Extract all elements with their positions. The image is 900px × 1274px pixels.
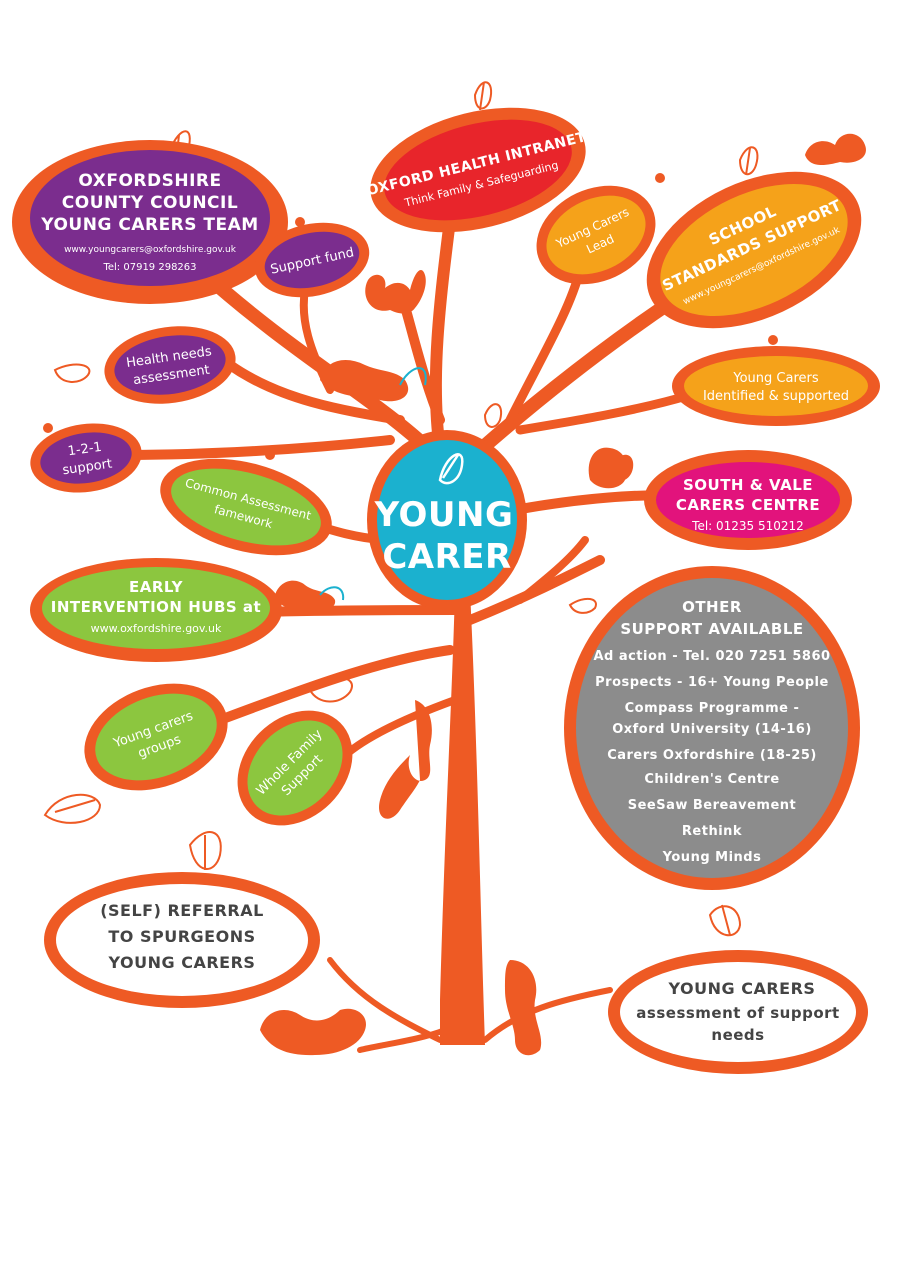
other-support-item: SeeSaw Bereavement bbox=[628, 798, 797, 813]
bubble-oxfordshire-county-council: OXFORDSHIRE COUNTY COUNCIL YOUNG CARERS … bbox=[12, 140, 288, 304]
assessment-line2: assessment of support bbox=[636, 1004, 839, 1022]
other-support-item: Young Minds bbox=[662, 850, 762, 865]
branch-early bbox=[255, 605, 460, 617]
bubble-south-vale: SOUTH & VALE CARERS CENTRE Tel: 01235 51… bbox=[644, 450, 852, 550]
south-vale-tel: Tel: 01235 510212 bbox=[691, 519, 804, 533]
early-intervention-url[interactable]: www.oxfordshire.gov.uk bbox=[91, 622, 222, 635]
branch-left-low bbox=[115, 435, 395, 460]
oxfordshire-line2: COUNTY COUNCIL bbox=[62, 193, 238, 213]
other-support-item: Oxford University (14-16) bbox=[612, 722, 812, 737]
seed-pod-icon bbox=[265, 450, 275, 460]
early-intervention-line2: INTERVENTION HUBS at bbox=[51, 598, 261, 616]
bubble-assessment: YOUNG CARERS assessment of support needs bbox=[608, 950, 868, 1074]
tree-roots bbox=[327, 957, 613, 1053]
bubble-other-support: OTHER SUPPORT AVAILABLE Ad action - Tel.… bbox=[564, 566, 860, 890]
branch-left-mid bbox=[225, 360, 405, 425]
seed-pods bbox=[43, 173, 778, 460]
leaves bbox=[43, 81, 759, 937]
bubble-health-needs: Health needs assessment bbox=[104, 326, 236, 404]
identified-line2: Identified & supported bbox=[703, 389, 849, 404]
early-intervention-line1: EARLY bbox=[129, 578, 184, 596]
self-referral-line1: (SELF) REFERRAL bbox=[100, 901, 264, 920]
leaf-icon bbox=[438, 453, 464, 485]
other-support-item: Carers Oxfordshire (18-25) bbox=[607, 748, 817, 763]
squirrel-icon bbox=[805, 133, 866, 166]
squirrel-icon bbox=[260, 1008, 366, 1056]
other-support-item: Rethink bbox=[682, 824, 742, 839]
branch-groups bbox=[215, 645, 455, 725]
other-support-item: Compass Programme - bbox=[625, 701, 800, 716]
seed-pod-icon bbox=[655, 173, 665, 183]
tree-trunk bbox=[440, 590, 485, 1045]
other-support-title1: OTHER bbox=[682, 598, 742, 616]
south-vale-line2: CARERS CENTRE bbox=[676, 496, 820, 514]
leaf-icon bbox=[53, 363, 91, 383]
other-support-title2: SUPPORT AVAILABLE bbox=[620, 620, 803, 638]
leaf-icon bbox=[708, 904, 742, 937]
leaf-icon bbox=[483, 403, 503, 428]
self-referral-line3: YOUNG CARERS bbox=[108, 953, 256, 972]
center-line1: YOUNG bbox=[374, 495, 514, 535]
oxfordshire-tel: Tel: 07919 298263 bbox=[102, 262, 196, 273]
bubble-early-intervention: EARLY INTERVENTION HUBS at www.oxfordshi… bbox=[30, 558, 282, 662]
branch-identified bbox=[515, 390, 695, 435]
south-vale-line1: SOUTH & VALE bbox=[683, 476, 813, 494]
bubble-common-assessment: Common Assessment famework bbox=[160, 458, 332, 556]
leaf-icon bbox=[738, 146, 759, 176]
branch-right-lower bbox=[465, 555, 605, 625]
one-to-one-line1: 1-2-1 bbox=[67, 440, 103, 460]
other-support-item: Prospects - 16+ Young People bbox=[595, 675, 829, 690]
identified-line1: Young Carers bbox=[732, 371, 818, 386]
squirrel-icon bbox=[320, 360, 427, 402]
oxfordshire-line1: OXFORDSHIRE bbox=[78, 171, 221, 191]
leaf-icon bbox=[188, 831, 222, 870]
one-to-one-line2: support bbox=[62, 457, 114, 479]
other-support-item: Ad action - Tel. 020 7251 5860 bbox=[593, 649, 830, 664]
bubble-self-referral: (SELF) REFERRAL TO SPURGEONS YOUNG CARER… bbox=[44, 872, 320, 1008]
squirrel-icon bbox=[275, 580, 345, 612]
bubble-young-carers-lead: Young Carers Lead bbox=[536, 185, 656, 285]
leaf-icon bbox=[473, 81, 493, 111]
bubble-oxford-health: OXFORD HEALTH INTRANET Think Family & Sa… bbox=[365, 107, 588, 233]
oxfordshire-email[interactable]: www.youngcarers@oxfordshire.gov.uk bbox=[64, 245, 237, 255]
center-line2: CARER bbox=[382, 537, 511, 577]
seed-pod-icon bbox=[43, 423, 53, 433]
squirrel-icon bbox=[379, 700, 432, 819]
squirrels bbox=[260, 133, 866, 1056]
assessment-line1: YOUNG CARERS bbox=[668, 979, 816, 998]
squirrel-icon bbox=[588, 447, 634, 489]
branch-lead bbox=[505, 265, 585, 425]
squirrel-icon bbox=[365, 270, 426, 314]
seed-pod-icon bbox=[768, 335, 778, 345]
leaf-icon bbox=[43, 793, 102, 824]
bubble-one-to-one: 1-2-1 support bbox=[30, 423, 142, 493]
bubble-identified: Young Carers Identified & supported bbox=[672, 346, 880, 426]
oxfordshire-line3: YOUNG CARERS TEAM bbox=[40, 215, 258, 235]
squirrel-icon bbox=[505, 960, 542, 1056]
bubble-support-fund: Support fund bbox=[254, 222, 370, 298]
bubble-young-carer-center: YOUNG CARER bbox=[367, 430, 527, 610]
seed-pod-icon bbox=[295, 217, 305, 227]
self-referral-line2: TO SPURGEONS bbox=[108, 927, 255, 946]
branch-whole-family bbox=[336, 696, 459, 764]
leaf-icon bbox=[308, 676, 353, 703]
bubble-young-carers-groups: Young carers groups bbox=[84, 683, 228, 791]
leaf-icon bbox=[568, 597, 597, 614]
other-support-item: Children's Centre bbox=[644, 772, 779, 787]
branch-right-stub bbox=[516, 536, 589, 604]
bubble-school-standards: SCHOOL STANDARDS SUPPORT www.youngcarers… bbox=[646, 171, 862, 329]
bubble-whole-family: Whole Family Support bbox=[237, 710, 353, 826]
assessment-line3: needs bbox=[711, 1026, 764, 1044]
